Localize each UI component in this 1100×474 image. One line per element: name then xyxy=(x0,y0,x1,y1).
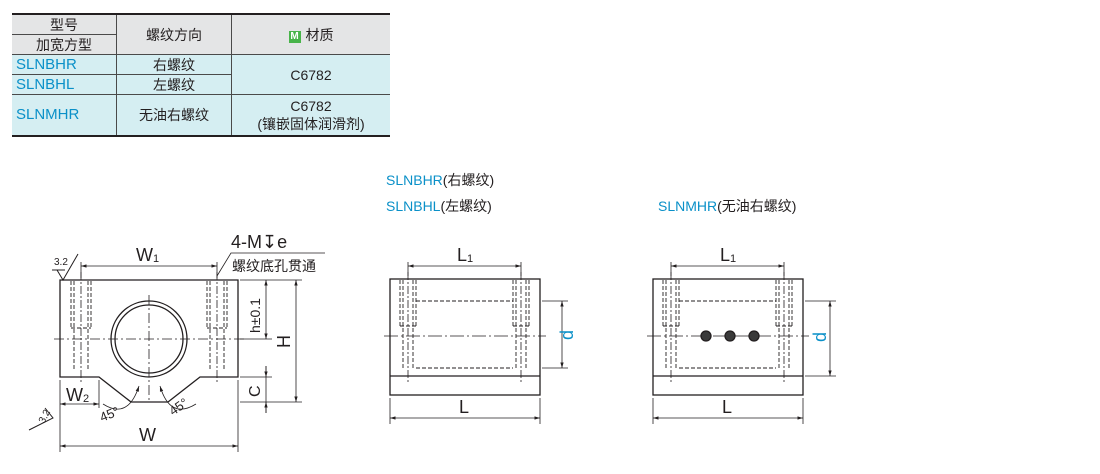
material-line2: (镶嵌固体润滑剂) xyxy=(257,116,365,132)
dim-c-text: C xyxy=(247,385,264,397)
angle-arc-right xyxy=(159,385,197,410)
label-slnbhl: SLNBHL(左螺纹) xyxy=(386,196,492,216)
thread-leader xyxy=(216,252,325,277)
front-view-text: 3.2 3.2 W1 4-M↧e 螺纹底孔贯通 h±0.1 H C W2 45°… xyxy=(37,232,316,445)
material-cell: C6782 (镶嵌固体润滑剂) xyxy=(231,94,390,137)
lubricant-plug-icon xyxy=(724,330,736,342)
thread-cell: 无油右螺纹 xyxy=(116,94,232,137)
side-b-outline xyxy=(652,278,804,396)
header-material-label: 材质 xyxy=(305,26,334,43)
dim-w-text: W xyxy=(139,425,156,445)
tapped-holes-hidden xyxy=(70,281,228,370)
side-a-outline xyxy=(389,278,541,396)
thread-note-text: 螺纹底孔贯通 xyxy=(232,258,316,274)
header-thread-direction: 螺纹方向 xyxy=(116,13,232,55)
header-model-wide: 加宽方型 xyxy=(12,34,117,55)
label-slnbhr-code: SLNBHR xyxy=(386,172,443,188)
material-line1: C6782 xyxy=(290,98,332,114)
label-slnbhl-desc: (左螺纹) xyxy=(440,198,492,214)
label-slnbhl-code: SLNBHL xyxy=(386,198,441,214)
roughness-top-icon xyxy=(56,253,79,281)
dim-l-text: L xyxy=(459,397,469,417)
table-row: SLNMHR 无油右螺纹 C6782 (镶嵌固体润滑剂) xyxy=(12,94,390,137)
lubricant-plug-icon xyxy=(748,330,760,342)
dim-l1-text: L1 xyxy=(457,245,473,265)
thread-cell: 左螺纹 xyxy=(116,74,232,95)
dim-h-tol-text: h±0.1 xyxy=(247,298,263,333)
table-row: SLNBHR 右螺纹 C6782 xyxy=(12,54,390,95)
side-view-a-text: L1 d L xyxy=(457,245,577,417)
label-slnbhr-desc: (右螺纹) xyxy=(442,172,495,188)
dim-H-text: H xyxy=(274,335,294,348)
dim-l1-text: L1 xyxy=(720,245,736,265)
material-cell: C6782 xyxy=(231,54,390,95)
model-cell: SLNBHL xyxy=(12,74,117,95)
dim-d-text: d xyxy=(557,330,577,340)
dim-l-text: L xyxy=(722,397,732,417)
thread-spec-text: 4-M↧e xyxy=(231,232,287,252)
roughness-side-text: 3.2 xyxy=(37,408,53,426)
angle-left-text: 45° xyxy=(98,404,122,425)
front-view xyxy=(28,252,325,452)
label-slnmhr-code: SLNMHR xyxy=(658,198,718,214)
angle-arc-left xyxy=(102,385,140,410)
angle-right-text: 45° xyxy=(166,395,191,419)
side-view-b-text: L1 d L xyxy=(720,245,830,417)
side-view-b xyxy=(647,262,836,424)
dim-d-text: d xyxy=(810,332,830,342)
side-view-a xyxy=(384,262,568,424)
model-cell: SLNMHR xyxy=(12,94,117,137)
material-m-icon: M xyxy=(288,30,301,43)
lubricant-plug-icon xyxy=(700,330,712,342)
roughness-top-text: 3.2 xyxy=(54,257,68,268)
roughness-side-icon xyxy=(28,407,54,431)
dim-w1-text: W1 xyxy=(136,245,159,265)
label-slnbhr: SLNBHR(右螺纹) xyxy=(386,170,494,190)
dim-w2-text: W2 xyxy=(66,385,89,405)
model-cell: SLNBHR xyxy=(12,54,117,75)
label-slnmhr: SLNMHR(无油右螺纹) xyxy=(658,196,796,216)
header-material: M 材质 xyxy=(231,13,390,55)
label-slnmhr-desc: (无油右螺纹) xyxy=(717,198,797,214)
